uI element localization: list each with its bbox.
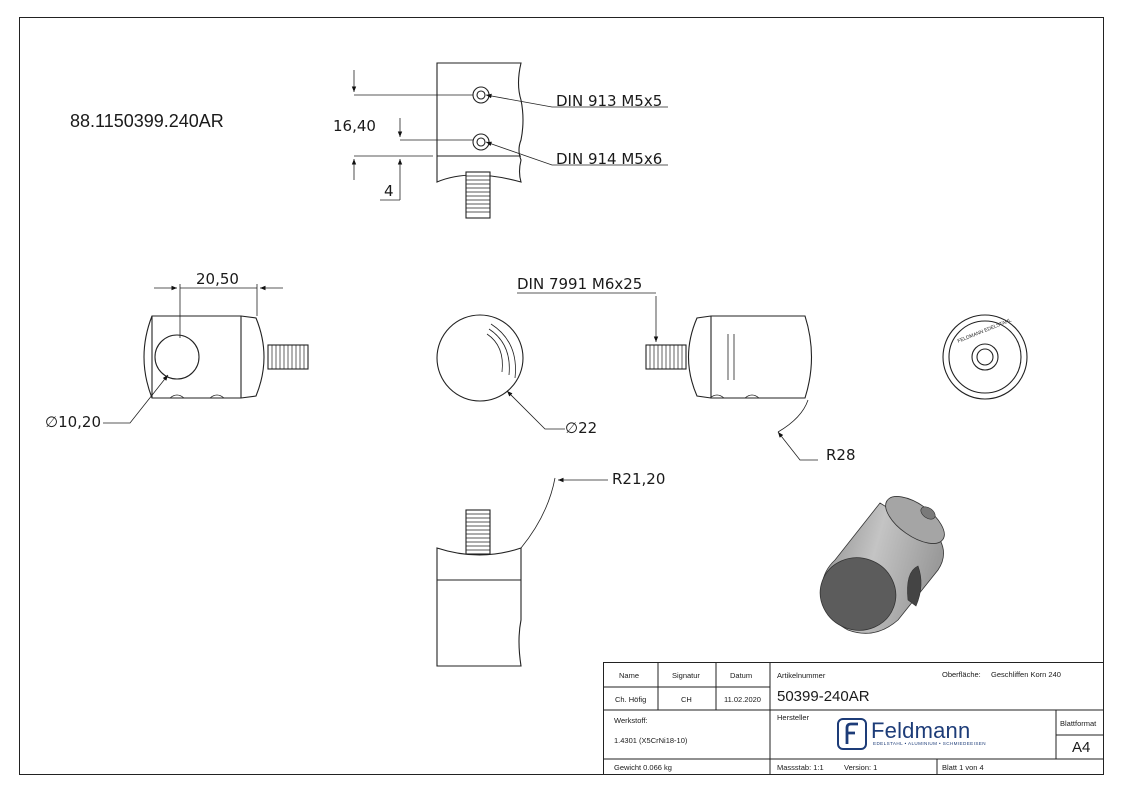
hersteller-label: Hersteller <box>777 713 810 722</box>
side-view <box>436 314 565 430</box>
feldmann-logo <box>837 718 867 750</box>
oberflaeche-value: Geschliffen Korn 240 <box>991 670 1061 679</box>
col-name-header: Name <box>619 671 640 680</box>
din913-label: DIN 913 M5x5 <box>556 92 663 110</box>
col-signatur-header: Signatur <box>672 671 700 680</box>
iso-view <box>819 496 945 634</box>
dim-hole-diameter: ∅10,20 <box>45 413 102 431</box>
artikelnummer-label: Artikelnummer <box>777 671 826 680</box>
dim-diameter: ∅22 <box>565 419 598 437</box>
blattformat-value: A4 <box>1072 739 1091 756</box>
rear-view <box>517 292 818 461</box>
diameter-symbol: ∅ <box>565 419 579 437</box>
end-view: FELDMANN EDELSTAHL <box>942 314 1028 400</box>
blatt: Blatt 1 von 4 <box>942 763 984 772</box>
werkstoff-label: Werkstoff: <box>614 716 648 725</box>
diameter-symbol: ∅ <box>45 413 59 431</box>
werkstoff-value: 1.4301 (X5CrNi18-10) <box>614 736 688 745</box>
brand-name: Feldmann <box>871 718 971 743</box>
datum-value: 11.02.2020 <box>724 695 761 704</box>
part-number: 88.1150399.240AR <box>70 111 224 131</box>
signatur-value: CH <box>681 695 692 704</box>
din914-label: DIN 914 M5x6 <box>556 150 663 168</box>
dim-height: 16,40 <box>333 117 376 135</box>
brand-tagline: EDELSTAHL • ALUMINIUM • SCHMIEDEEISEN <box>873 741 986 746</box>
dim-radius-28: R28 <box>826 446 856 464</box>
oberflaeche-label: Oberfläche: <box>942 670 981 679</box>
blattformat-label: Blattformat <box>1060 719 1097 728</box>
dim-offset: 4 <box>384 182 394 200</box>
bottom-view <box>436 477 608 667</box>
front-view <box>103 284 309 424</box>
title-block: Name Signatur Datum Ch. Höfig CH 11.02.2… <box>603 662 1104 775</box>
logo-f-icon <box>845 722 858 744</box>
col-datum-header: Datum <box>730 671 753 680</box>
name-value: Ch. Höfig <box>615 695 647 704</box>
title-block-grid <box>603 662 1104 775</box>
din7991-label: DIN 7991 M6x25 <box>517 275 643 293</box>
top-view <box>351 62 668 219</box>
drawing-frame <box>19 17 1104 775</box>
dim-radius-21: R21,20 <box>612 470 666 488</box>
artikelnummer-value: 50399-240AR <box>777 688 870 705</box>
version: Version: 1 <box>844 763 878 772</box>
gewicht: Gewicht 0.066 kg <box>614 763 672 772</box>
dim-width: 20,50 <box>196 270 239 288</box>
massstab: Massstab: 1:1 <box>777 763 824 772</box>
